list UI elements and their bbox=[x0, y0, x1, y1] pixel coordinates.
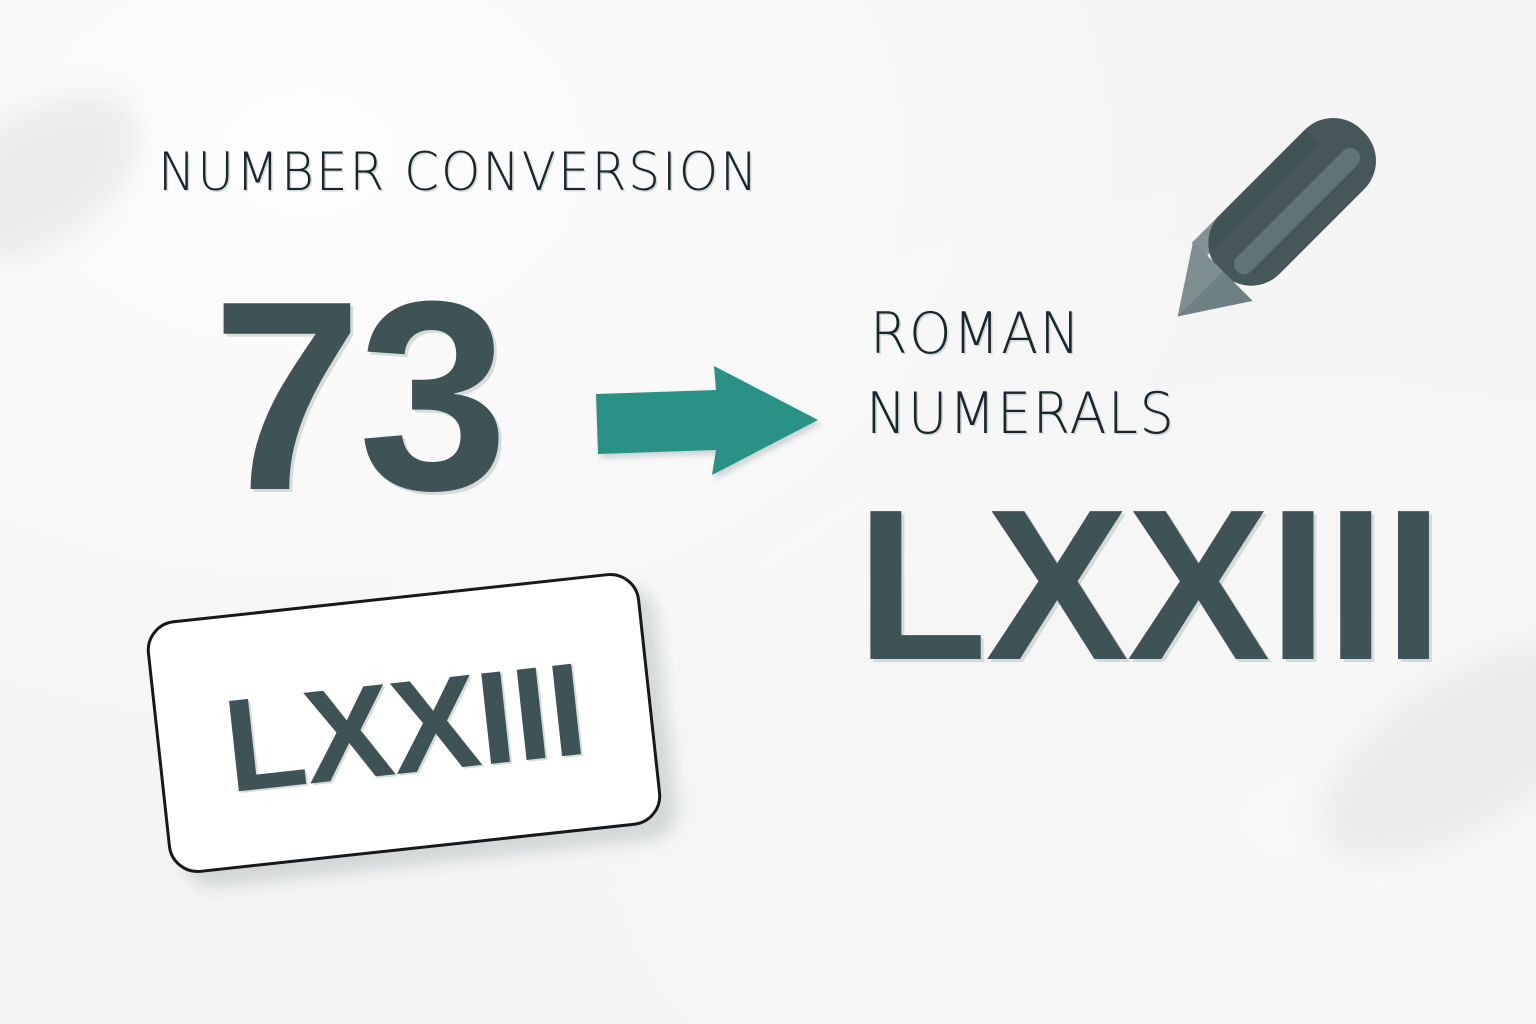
pencil-icon bbox=[1128, 66, 1428, 366]
decorative-blob-top-left bbox=[0, 58, 172, 298]
target-label-line-2: NUMERALS bbox=[866, 380, 1176, 447]
target-roman-numeral: LXXIII bbox=[856, 464, 1443, 705]
right-arrow-icon bbox=[592, 358, 822, 483]
target-label-line-1: ROMAN bbox=[870, 300, 1082, 367]
page-title: NUMBER CONVERSION bbox=[158, 141, 760, 203]
source-number: 73 bbox=[212, 246, 508, 547]
card-roman-numeral: LXXIII bbox=[217, 634, 592, 820]
result-card: LXXIII bbox=[143, 569, 665, 877]
